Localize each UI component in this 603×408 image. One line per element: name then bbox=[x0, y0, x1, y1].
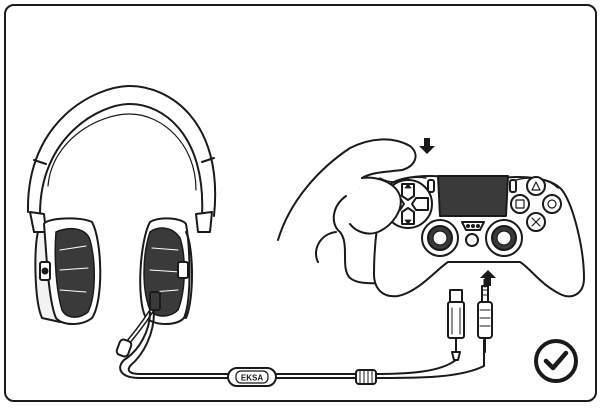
controller-face-buttons bbox=[510, 176, 562, 232]
controller-right-stick bbox=[485, 219, 523, 257]
brand-label: EKSA bbox=[241, 374, 263, 383]
audio-jack-plug bbox=[477, 278, 493, 353]
controller-speaker bbox=[461, 221, 485, 231]
arrow-up-icon bbox=[480, 270, 496, 286]
inline-control-box bbox=[227, 367, 277, 387]
controller-left-stick bbox=[421, 219, 459, 257]
usb-plug bbox=[447, 289, 465, 361]
controller-home-button bbox=[465, 233, 479, 247]
arrow-down-icon bbox=[419, 138, 435, 154]
game-controller bbox=[373, 175, 585, 298]
headset-cable bbox=[119, 311, 485, 387]
headset-microphone bbox=[115, 291, 161, 358]
cable-splitter bbox=[355, 369, 377, 385]
headset-left-earcup bbox=[29, 211, 102, 325]
headset-headband bbox=[26, 85, 217, 217]
check-circle-icon bbox=[534, 339, 578, 383]
controller-touchpad bbox=[437, 175, 509, 217]
headset bbox=[26, 85, 217, 358]
